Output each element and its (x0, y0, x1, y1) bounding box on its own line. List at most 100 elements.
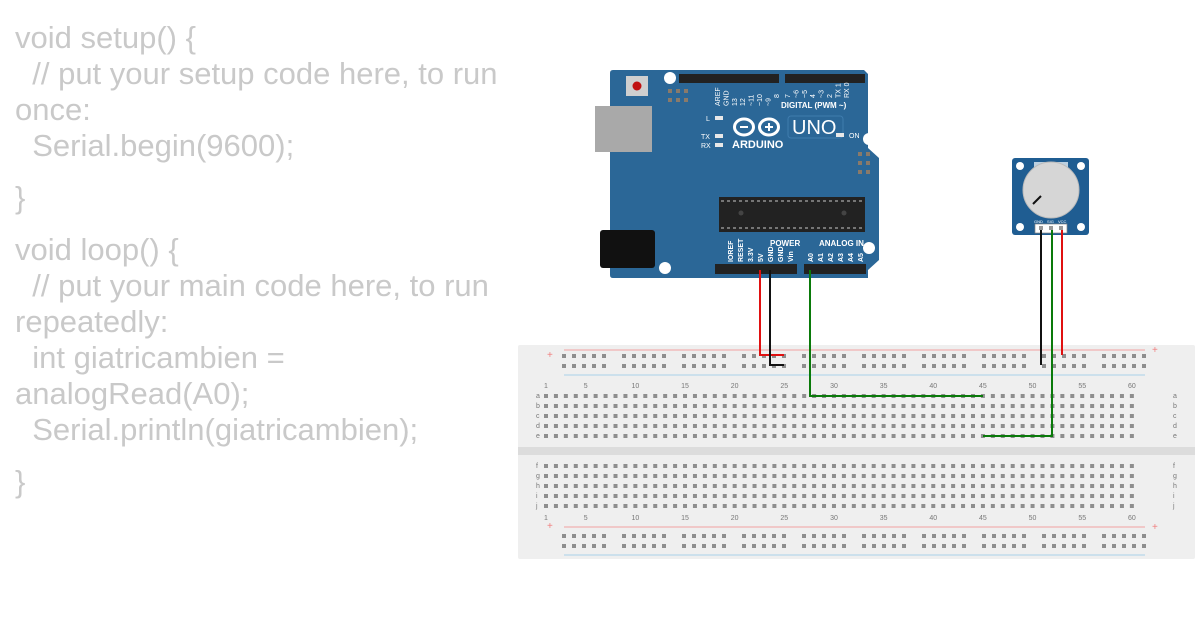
wire-5v[interactable] (759, 270, 784, 356)
rail-hole[interactable] (712, 534, 716, 538)
breadboard-hole[interactable] (593, 474, 598, 478)
breadboard-hole[interactable] (1020, 394, 1025, 398)
rail-hole[interactable] (1052, 544, 1056, 548)
breadboard-hole[interactable] (802, 494, 807, 498)
breadboard-hole[interactable] (951, 414, 956, 418)
rail-hole[interactable] (862, 544, 866, 548)
rail-hole[interactable] (1122, 364, 1126, 368)
breadboard-hole[interactable] (871, 424, 876, 428)
rail-hole[interactable] (622, 354, 626, 358)
rail-hole[interactable] (1072, 354, 1076, 358)
breadboard-hole[interactable] (623, 484, 628, 488)
breadboard-hole[interactable] (742, 504, 747, 508)
breadboard-hole[interactable] (1050, 474, 1055, 478)
breadboard-hole[interactable] (1100, 434, 1105, 438)
rail-hole[interactable] (1142, 364, 1146, 368)
breadboard-hole[interactable] (563, 434, 568, 438)
rail-hole[interactable] (892, 534, 896, 538)
breadboard-hole[interactable] (911, 494, 916, 498)
breadboard-hole[interactable] (951, 424, 956, 428)
rail-hole[interactable] (562, 534, 566, 538)
breadboard-hole[interactable] (623, 424, 628, 428)
breadboard-hole[interactable] (822, 404, 827, 408)
breadboard-hole[interactable] (1129, 474, 1134, 478)
breadboard-hole[interactable] (1100, 404, 1105, 408)
breadboard-hole[interactable] (782, 424, 787, 428)
breadboard-hole[interactable] (1060, 464, 1065, 468)
breadboard-hole[interactable] (901, 424, 906, 428)
rail-hole[interactable] (992, 364, 996, 368)
breadboard-hole[interactable] (653, 424, 658, 428)
breadboard-hole[interactable] (732, 414, 737, 418)
rail-hole[interactable] (662, 544, 666, 548)
rail-hole[interactable] (642, 544, 646, 548)
breadboard-hole[interactable] (931, 484, 936, 488)
breadboard-hole[interactable] (941, 504, 946, 508)
breadboard-hole[interactable] (762, 504, 767, 508)
rail-hole[interactable] (692, 534, 696, 538)
breadboard-hole[interactable] (891, 434, 896, 438)
breadboard-hole[interactable] (1000, 504, 1005, 508)
breadboard-hole[interactable] (653, 414, 658, 418)
rail-hole[interactable] (562, 354, 566, 358)
rail-hole[interactable] (882, 364, 886, 368)
rail-hole[interactable] (602, 364, 606, 368)
breadboard-hole[interactable] (1129, 434, 1134, 438)
breadboard-hole[interactable] (643, 424, 648, 428)
breadboard-hole[interactable] (593, 494, 598, 498)
breadboard-hole[interactable] (752, 504, 757, 508)
breadboard-hole[interactable] (692, 404, 697, 408)
rail-hole[interactable] (1002, 354, 1006, 358)
breadboard-hole[interactable] (1110, 404, 1115, 408)
breadboard-hole[interactable] (702, 424, 707, 428)
breadboard-hole[interactable] (951, 464, 956, 468)
rail-hole[interactable] (762, 534, 766, 538)
rail-hole[interactable] (662, 364, 666, 368)
breadboard-hole[interactable] (812, 484, 817, 488)
breadboard-hole[interactable] (802, 484, 807, 488)
breadboard-hole[interactable] (931, 474, 936, 478)
breadboard-hole[interactable] (762, 484, 767, 488)
breadboard-hole[interactable] (1080, 424, 1085, 428)
breadboard-hole[interactable] (831, 414, 836, 418)
breadboard-hole[interactable] (613, 404, 618, 408)
rail-hole[interactable] (632, 364, 636, 368)
breadboard-hole[interactable] (841, 404, 846, 408)
rail-hole[interactable] (602, 354, 606, 358)
breadboard-hole[interactable] (980, 484, 985, 488)
rail-hole[interactable] (982, 354, 986, 358)
rail-hole[interactable] (1102, 534, 1106, 538)
rail-hole[interactable] (822, 354, 826, 358)
breadboard-hole[interactable] (1100, 414, 1105, 418)
rail-hole[interactable] (1112, 544, 1116, 548)
rail-hole[interactable] (802, 544, 806, 548)
breadboard-hole[interactable] (1090, 414, 1095, 418)
breadboard-hole[interactable] (961, 474, 966, 478)
breadboard-hole[interactable] (633, 474, 638, 478)
breadboard-hole[interactable] (921, 494, 926, 498)
breadboard-hole[interactable] (970, 414, 975, 418)
rail-hole[interactable] (712, 354, 716, 358)
rail-hole[interactable] (942, 544, 946, 548)
breadboard-hole[interactable] (1119, 474, 1124, 478)
rail-hole[interactable] (1042, 534, 1046, 538)
breadboard-hole[interactable] (1090, 484, 1095, 488)
breadboard-hole[interactable] (921, 434, 926, 438)
reset-button-cap[interactable] (632, 81, 642, 91)
breadboard-hole[interactable] (603, 404, 608, 408)
breadboard-hole[interactable] (653, 464, 658, 468)
rail-hole[interactable] (862, 364, 866, 368)
breadboard-hole[interactable] (980, 424, 985, 428)
rail-hole[interactable] (1122, 354, 1126, 358)
breadboard-hole[interactable] (831, 484, 836, 488)
breadboard-hole[interactable] (901, 474, 906, 478)
breadboard-hole[interactable] (931, 504, 936, 508)
breadboard-hole[interactable] (921, 424, 926, 428)
breadboard-hole[interactable] (951, 434, 956, 438)
breadboard-hole[interactable] (643, 434, 648, 438)
breadboard-hole[interactable] (1070, 394, 1075, 398)
rail-hole[interactable] (742, 354, 746, 358)
breadboard-hole[interactable] (1000, 404, 1005, 408)
breadboard-hole[interactable] (772, 424, 777, 428)
breadboard-hole[interactable] (792, 464, 797, 468)
